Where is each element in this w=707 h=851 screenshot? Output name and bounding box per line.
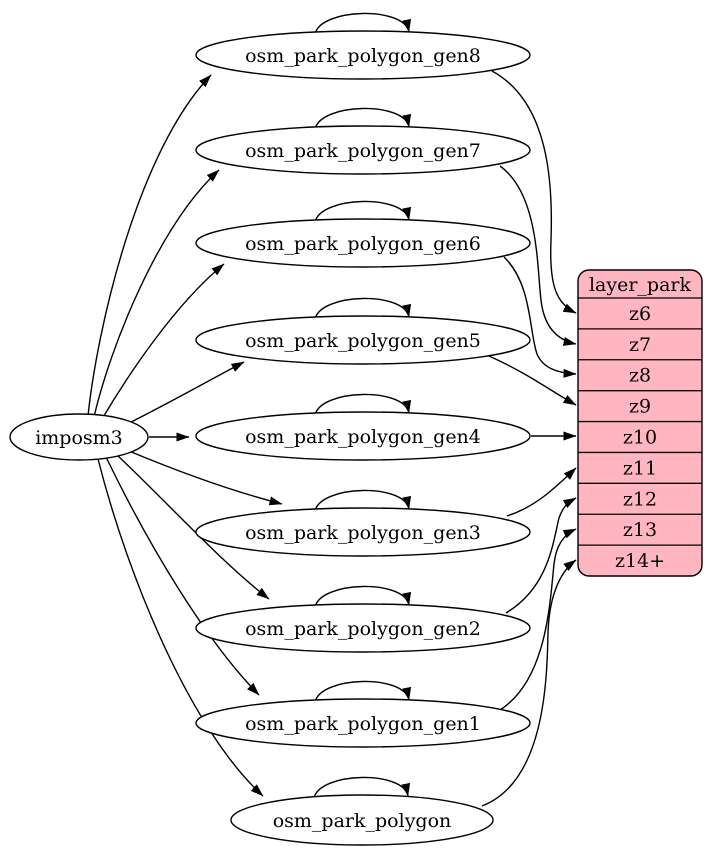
- node-label-osm_park_polygon_gen6: osm_park_polygon_gen6: [245, 233, 481, 255]
- node-imposm3: imposm3: [9, 413, 149, 461]
- node-shape-osm_park_polygon_gen2: [195, 603, 531, 653]
- node-layer: imposm3 osm_park_polygon_gen8 osm_park_pol…: [9, 30, 531, 846]
- node-shape-osm_park_polygon_gen5: [195, 315, 531, 365]
- edge-osm_park_polygon_gen5-osm_park_polygon_gen5: [314, 297, 412, 320]
- node-osm_park_polygon_gen1: osm_park_polygon_gen1: [195, 698, 531, 748]
- node-shape-osm_park_polygon_gen3: [195, 507, 531, 557]
- layer-row-z12: z12: [623, 488, 657, 510]
- node-label-osm_park_polygon_gen8: osm_park_polygon_gen8: [245, 45, 481, 67]
- edge-osm_park_polygon_gen1-osm_park_polygon_gen1: [314, 680, 412, 703]
- edge-osm_park_polygon-osm_park_polygon: [313, 776, 411, 799]
- node-osm_park_polygon_gen4: osm_park_polygon_gen4: [195, 411, 531, 461]
- edge-imposm3-osm_park_polygon_gen7: [93, 169, 220, 418]
- node-shape-imposm3: [9, 413, 149, 461]
- edge-osm_park_polygon_gen2-layer_park.z12: [505, 497, 577, 614]
- node-shape-osm_park_polygon_gen7: [195, 125, 531, 175]
- node-label-osm_park_polygon_gen5: osm_park_polygon_gen5: [245, 330, 481, 352]
- node-label-osm_park_polygon_gen4: osm_park_polygon_gen4: [245, 426, 481, 448]
- node-label-osm_park_polygon_gen2: osm_park_polygon_gen2: [245, 618, 481, 640]
- edge-osm_park_polygon_gen6-osm_park_polygon_gen6: [314, 200, 412, 223]
- layer-row-z14+: z14+: [615, 550, 665, 572]
- edge-osm_park_polygon_gen7-osm_park_polygon_gen7: [314, 107, 412, 130]
- layer-row-z11: z11: [623, 457, 657, 479]
- edge-imposm3-osm_park_polygon_gen3: [128, 450, 283, 506]
- edge-osm_park_polygon_gen8-layer_park.z6: [491, 70, 577, 314]
- node-osm_park_polygon_gen8: osm_park_polygon_gen8: [195, 30, 531, 80]
- node-osm_park_polygon_gen7: osm_park_polygon_gen7: [195, 125, 531, 175]
- node-label-imposm3: imposm3: [35, 427, 123, 449]
- layer-row-z10: z10: [623, 427, 657, 449]
- node-osm_park_polygon_gen2: osm_park_polygon_gen2: [195, 603, 531, 653]
- edge-osm_park_polygon_gen7-layer_park.z7: [499, 165, 577, 346]
- edge-imposm3-osm_park_polygon: [97, 458, 264, 797]
- node-label-osm_park_polygon_gen3: osm_park_polygon_gen3: [245, 522, 481, 544]
- edge-imposm3-osm_park_polygon_gen2: [116, 454, 270, 600]
- node-label-osm_park_polygon_gen1: osm_park_polygon_gen1: [245, 713, 481, 735]
- layer-park-table: layer_park z6 z7 z8 z9 z10 z11 z12 z13 z14+: [577, 269, 703, 577]
- edge-osm_park_polygon_gen3-layer_park.z11: [506, 467, 577, 517]
- layer-row-z7: z7: [629, 334, 651, 356]
- edge-osm_park_polygon_gen4-osm_park_polygon_gen4: [314, 393, 412, 416]
- edge-osm_park_polygon_gen2-osm_park_polygon_gen2: [314, 585, 412, 608]
- layer-row-z8: z8: [629, 365, 651, 387]
- layer-row-z9: z9: [629, 396, 651, 418]
- edge-osm_park_polygon_gen6-layer_park.z8: [503, 256, 577, 378]
- edge-osm_park_polygon_gen1-layer_park.z13: [499, 528, 577, 711]
- node-shape-osm_park_polygon_gen1: [195, 698, 531, 748]
- edge-osm_park_polygon_gen5-layer_park.z9: [488, 355, 577, 406]
- edge-imposm3-osm_park_polygon_gen8: [87, 74, 212, 417]
- node-osm_park_polygon_gen3: osm_park_polygon_gen3: [195, 507, 531, 557]
- edge-osm_park_polygon_gen8-osm_park_polygon_gen8: [314, 12, 412, 35]
- node-osm_park_polygon: osm_park_polygon: [230, 794, 494, 846]
- layer-row-z13: z13: [623, 519, 657, 541]
- node-label-osm_park_polygon: osm_park_polygon: [273, 810, 452, 832]
- node-shape-osm_park_polygon_gen4: [195, 411, 531, 461]
- layer-park-box: [577, 269, 703, 577]
- edge-imposm3-osm_park_polygon_gen1: [105, 456, 260, 696]
- edge-osm_park_polygon_gen3-osm_park_polygon_gen3: [314, 489, 412, 512]
- node-shape-osm_park_polygon_gen6: [195, 218, 531, 268]
- edge-imposm3-osm_park_polygon_gen6: [101, 263, 225, 420]
- node-shape-osm_park_polygon_gen8: [195, 30, 531, 80]
- node-shape-osm_park_polygon: [230, 794, 494, 846]
- layer-park-title: layer_park: [589, 274, 692, 296]
- edge-osm_park_polygon-layer_park.z14+: [481, 559, 577, 807]
- node-osm_park_polygon_gen6: osm_park_polygon_gen6: [195, 218, 531, 268]
- node-osm_park_polygon_gen5: osm_park_polygon_gen5: [195, 315, 531, 365]
- edge-layer: [87, 12, 577, 807]
- layer-row-z6: z6: [629, 303, 651, 325]
- node-label-osm_park_polygon_gen7: osm_park_polygon_gen7: [245, 140, 481, 162]
- edge-imposm3-osm_park_polygon_gen5: [124, 361, 245, 426]
